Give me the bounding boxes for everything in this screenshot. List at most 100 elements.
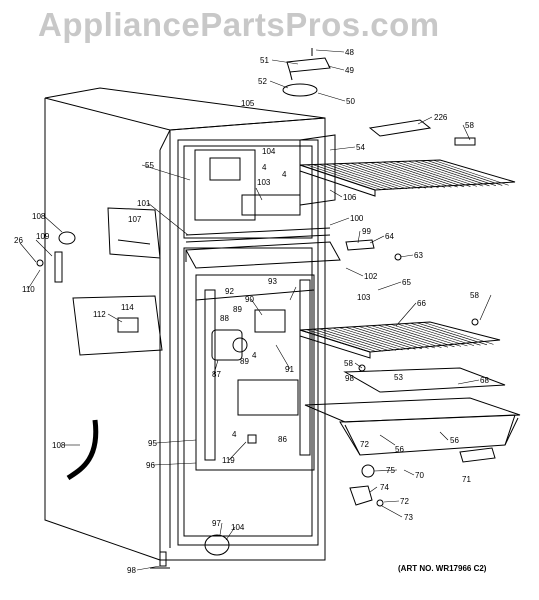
callout-label: 96 (146, 461, 155, 470)
leader-line (43, 215, 63, 233)
base-components (150, 447, 496, 569)
leader-line (457, 379, 480, 385)
leader-line (228, 441, 247, 461)
leader-line (381, 505, 403, 518)
leader-line (155, 439, 197, 444)
callout-label: 70 (415, 471, 424, 480)
mullion-divider (185, 241, 341, 269)
callout-label: 108 (32, 212, 46, 221)
callout-label: 91 (285, 365, 294, 374)
callout-label: 53 (394, 373, 403, 382)
callout-label: 74 (380, 483, 389, 492)
callout-label: 90 (245, 295, 254, 304)
leader-line (225, 526, 236, 541)
leader-line (35, 239, 53, 257)
callout-label: 71 (462, 475, 471, 484)
leader-line (271, 59, 299, 65)
leader-line (152, 462, 197, 466)
art-number: (ART NO. WR17966 C2) (398, 564, 487, 573)
callout-label: 93 (268, 277, 277, 286)
callout-label: 89 (233, 305, 242, 314)
callout-label: 86 (278, 435, 287, 444)
leader-line (19, 242, 37, 263)
leader-line (377, 281, 402, 291)
left-side-parts (36, 207, 163, 481)
callout-label: 4 (262, 163, 267, 172)
leader-line (369, 486, 378, 493)
leader-line (403, 469, 415, 476)
leader-line (327, 65, 345, 71)
freezer-compartment (185, 134, 336, 243)
callout-label: 88 (220, 314, 229, 323)
callout-label: 64 (385, 232, 394, 241)
callout-label: 4 (252, 351, 257, 360)
callout-label: 58 (344, 359, 353, 368)
callout-label: 68 (480, 376, 489, 385)
callout-leaders (19, 49, 492, 571)
leader-line (275, 344, 291, 370)
callout-label: 226 (434, 113, 448, 122)
callout-label: 101 (137, 199, 151, 208)
leader-line (329, 146, 356, 151)
callout-label: 107 (128, 215, 142, 224)
right-side-hardware (247, 239, 479, 444)
leader-line (136, 565, 161, 571)
callout-label: 105 (241, 99, 255, 108)
leader-line (107, 313, 123, 323)
leader-line (462, 124, 471, 141)
watermark-logo: AppliancePartsPros.com (38, 6, 440, 43)
leader-line (269, 80, 289, 89)
callout-label: 89 (240, 357, 249, 366)
callout-label: 4 (282, 170, 287, 179)
callout-label: 52 (258, 77, 267, 86)
leader-line (369, 235, 385, 244)
callout-label: 55 (145, 161, 154, 170)
callout-label: 58 (465, 121, 474, 130)
top-hinge-parts (282, 48, 476, 146)
callout-label: 56 (395, 445, 404, 454)
callout-label: 51 (260, 56, 269, 65)
callout-label: 49 (345, 66, 354, 75)
leader-line (289, 286, 297, 301)
callout-label: 92 (225, 287, 234, 296)
callout-label: 99 (362, 227, 371, 236)
leader-line (213, 359, 219, 375)
leader-line (354, 362, 363, 369)
callout-label: 98 (127, 566, 136, 575)
callout-label: 104 (231, 523, 245, 532)
callout-label: 58 (470, 291, 479, 300)
callout-label: 48 (345, 48, 354, 57)
leader-line (345, 267, 364, 277)
fresh-food-compartment (195, 274, 315, 471)
callout-label: 98 (345, 374, 354, 383)
fresh-food-wire-shelf (299, 321, 501, 359)
callout-label: 114 (121, 303, 134, 312)
callout-label: 106 (343, 193, 357, 202)
callout-label: 72 (400, 497, 409, 506)
callout-label: 73 (404, 513, 413, 522)
leader-line (373, 469, 398, 472)
callout-label: 72 (360, 440, 369, 449)
leader-line (479, 294, 492, 321)
callout-label: 63 (414, 251, 423, 260)
leader-line (329, 217, 350, 226)
crisper-assembly (304, 367, 521, 456)
leader-line (317, 92, 346, 102)
leader-line (379, 434, 396, 446)
leader-line (329, 189, 343, 198)
callout-label: 75 (386, 466, 395, 475)
callout-label: 50 (346, 97, 355, 106)
callout-label: 66 (417, 299, 426, 308)
callout-label: 112 (93, 310, 106, 319)
leader-line (141, 164, 191, 181)
callout-label: 104 (262, 147, 276, 156)
callout-label: 109 (36, 232, 50, 241)
leader-line (399, 254, 414, 258)
cabinet-body (44, 87, 326, 561)
leader-line (147, 202, 189, 236)
leader-line (417, 116, 433, 125)
callout-label: 54 (356, 143, 365, 152)
leader-line (27, 269, 41, 290)
